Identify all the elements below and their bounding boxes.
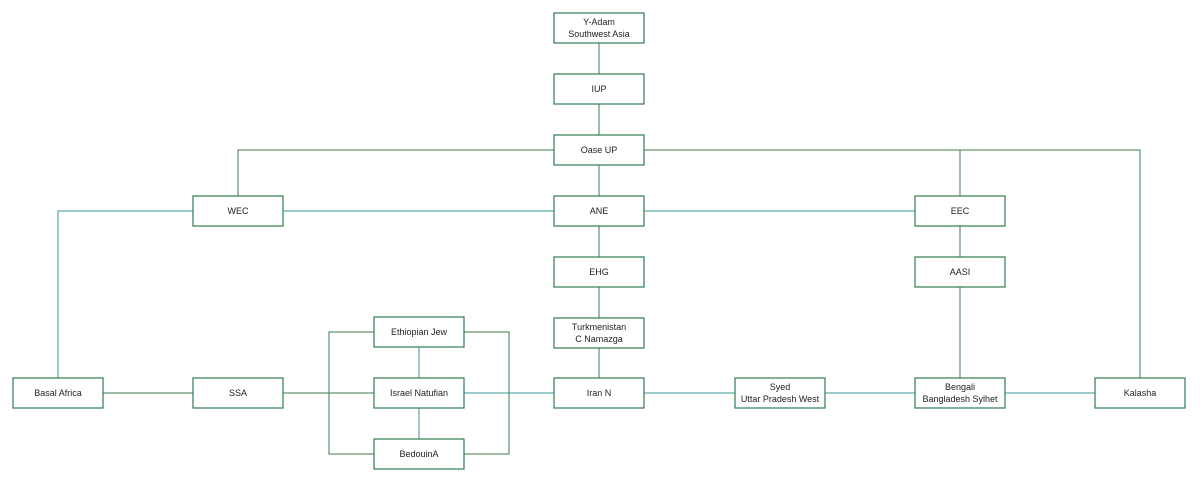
node-israel-natufian[interactable]: Israel Natufian: [373, 377, 465, 409]
nodes-layer: Y-Adam Southwest Asia IUP Oase UP WEC AN…: [12, 12, 1186, 470]
node-basal-africa[interactable]: Basal Africa: [12, 377, 104, 409]
node-kalasha[interactable]: Kalasha: [1094, 377, 1186, 409]
node-label: C Namazga: [575, 334, 623, 344]
node-label: Southwest Asia: [568, 29, 630, 39]
node-bengali[interactable]: Bengali Bangladesh Sylhet: [914, 377, 1006, 409]
node-label: Ethiopian Jew: [391, 327, 448, 337]
node-label: Bengali: [945, 382, 975, 392]
node-label: Uttar Pradesh West: [741, 394, 820, 404]
node-label: Israel Natufian: [390, 388, 448, 398]
edge-oase-up-kalasha: [960, 149, 1141, 378]
edge-ssa-ethiopian-jew: [283, 331, 374, 394]
edges-layer: [57, 43, 1141, 455]
node-label: EHG: [589, 267, 609, 277]
node-label: Oase UP: [581, 145, 618, 155]
node-wec[interactable]: WEC: [192, 195, 284, 227]
node-label: Y-Adam: [583, 17, 615, 27]
node-ehg[interactable]: EHG: [553, 256, 645, 288]
node-label: ANE: [590, 206, 609, 216]
node-label: Kalasha: [1124, 388, 1157, 398]
node-oase-up[interactable]: Oase UP: [553, 134, 645, 166]
node-ssa[interactable]: SSA: [192, 377, 284, 409]
node-label: Turkmenistan: [572, 322, 626, 332]
node-ane[interactable]: ANE: [553, 195, 645, 227]
node-y-adam[interactable]: Y-Adam Southwest Asia: [553, 12, 645, 44]
node-ethiopian-jew[interactable]: Ethiopian Jew: [373, 316, 465, 348]
node-iran-n[interactable]: Iran N: [553, 377, 645, 409]
edge-bedouin-a-iran-n: [464, 393, 510, 455]
node-label: AASI: [950, 267, 971, 277]
node-label: EEC: [951, 206, 970, 216]
node-label: Bangladesh Sylhet: [922, 394, 998, 404]
node-label: Iran N: [587, 388, 612, 398]
node-label: SSA: [229, 388, 247, 398]
node-label: IUP: [591, 84, 606, 94]
edge-oase-up-wec: [237, 149, 554, 196]
node-eec[interactable]: EEC: [914, 195, 1006, 227]
edge-ethiopian-jew-iran-n: [464, 331, 510, 393]
node-bedouin-a[interactable]: BedouinA: [373, 438, 465, 470]
edge-ssa-bedouin-a: [328, 393, 374, 455]
node-label: WEC: [228, 206, 249, 216]
node-label: Basal Africa: [34, 388, 82, 398]
node-aasi[interactable]: AASI: [914, 256, 1006, 288]
edge-wec-basal-africa: [57, 210, 193, 378]
node-label: Syed: [770, 382, 791, 392]
node-turkmenistan[interactable]: Turkmenistan C Namazga: [553, 317, 645, 349]
node-iup[interactable]: IUP: [553, 73, 645, 105]
node-label: BedouinA: [399, 449, 438, 459]
edge-oase-up-eec: [644, 149, 961, 196]
node-syed[interactable]: Syed Uttar Pradesh West: [734, 377, 826, 409]
